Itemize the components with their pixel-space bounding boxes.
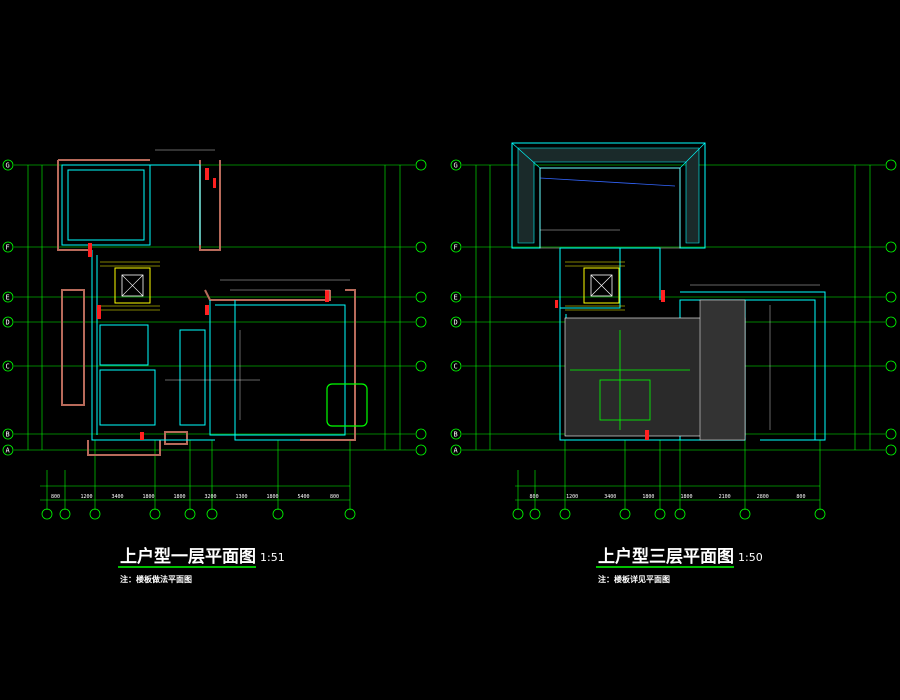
stair-left (100, 261, 160, 311)
dimension-label: 800 (530, 494, 539, 500)
axis-bubbles-left (2, 159, 427, 520)
axis-bubbles-right (450, 159, 897, 520)
dimension-label: 1800 (642, 494, 654, 500)
axis-label-f: F (454, 244, 458, 252)
walls-cyan-left (61, 164, 346, 441)
interior-lines-right (540, 229, 820, 430)
dimension-label: 2800 (757, 494, 769, 500)
green-accents-right (570, 330, 690, 430)
axis-label-a: A (6, 447, 11, 455)
dimension-label: 800 (51, 494, 60, 500)
interior-lines-left (155, 149, 350, 420)
drawing-title-left: 上户型一层平面图 (120, 546, 256, 567)
drawing-note-left: 注：楼板做法平面图 (120, 574, 192, 584)
dimension-label: 1200 (566, 494, 578, 500)
dimension-label: 1800 (142, 494, 154, 500)
drawing-scale-right: 1:50 (738, 551, 763, 564)
bottom-dimensions-left: 800 1200 3400 1800 1800 3200 1300 1800 5400 800 (51, 494, 339, 500)
axis-label-e: E (454, 294, 458, 302)
axis-label-b: B (454, 431, 458, 439)
dimension-label: 3200 (204, 494, 216, 500)
axis-grid-left (14, 164, 415, 510)
dimension-label: 5400 (297, 494, 309, 500)
axis-letters-right: G F E D C B A (454, 162, 459, 455)
axis-label-b: B (6, 431, 10, 439)
axis-label-d: D (454, 319, 458, 327)
drawing-scale-left: 1:51 (260, 551, 285, 564)
axis-label-a: A (454, 447, 459, 455)
axis-label-f: F (6, 244, 10, 252)
dimension-label: 800 (796, 494, 805, 500)
title-block-left: 上户型一层平面图 1:51 注：楼板做法平面图 (118, 546, 285, 584)
stair-right (565, 261, 625, 311)
walls-brown-left (57, 159, 356, 456)
plan-right: G F E D C B A (450, 142, 897, 520)
drawing-note-right: 注：楼板详见平面图 (598, 574, 670, 584)
axis-label-e: E (6, 294, 10, 302)
hatch-area-right (564, 299, 746, 441)
dimension-label: 1800 (173, 494, 185, 500)
axis-label-c: C (6, 363, 10, 371)
axis-label-g: G (454, 162, 458, 170)
dimension-label: 800 (330, 494, 339, 500)
axis-label-d: D (6, 319, 10, 327)
drawing-title-right: 上户型三层平面图 (598, 546, 734, 567)
dimension-label: 1800 (681, 494, 693, 500)
dimension-label: 1800 (266, 494, 278, 500)
dimension-label: 1200 (80, 494, 92, 500)
roof-top-right (511, 142, 706, 249)
red-marks-left (88, 168, 329, 440)
dimension-label: 2100 (719, 494, 731, 500)
plan-left: G F E D C B A (2, 149, 427, 520)
dimension-label: 3400 (604, 494, 616, 500)
dimension-label: 3400 (111, 494, 123, 500)
bottom-dimensions-right: 800 1200 3400 1800 1800 2100 2800 800 (530, 494, 806, 500)
axis-label-c: C (454, 363, 458, 371)
highlight-box-left (326, 383, 368, 427)
axis-letters-left: G F E D C B A (6, 162, 11, 455)
title-block-right: 上户型三层平面图 1:50 注：楼板详见平面图 (596, 546, 763, 584)
dimension-label: 1300 (235, 494, 247, 500)
axis-label-g: G (6, 162, 10, 170)
red-marks-right (555, 290, 665, 440)
